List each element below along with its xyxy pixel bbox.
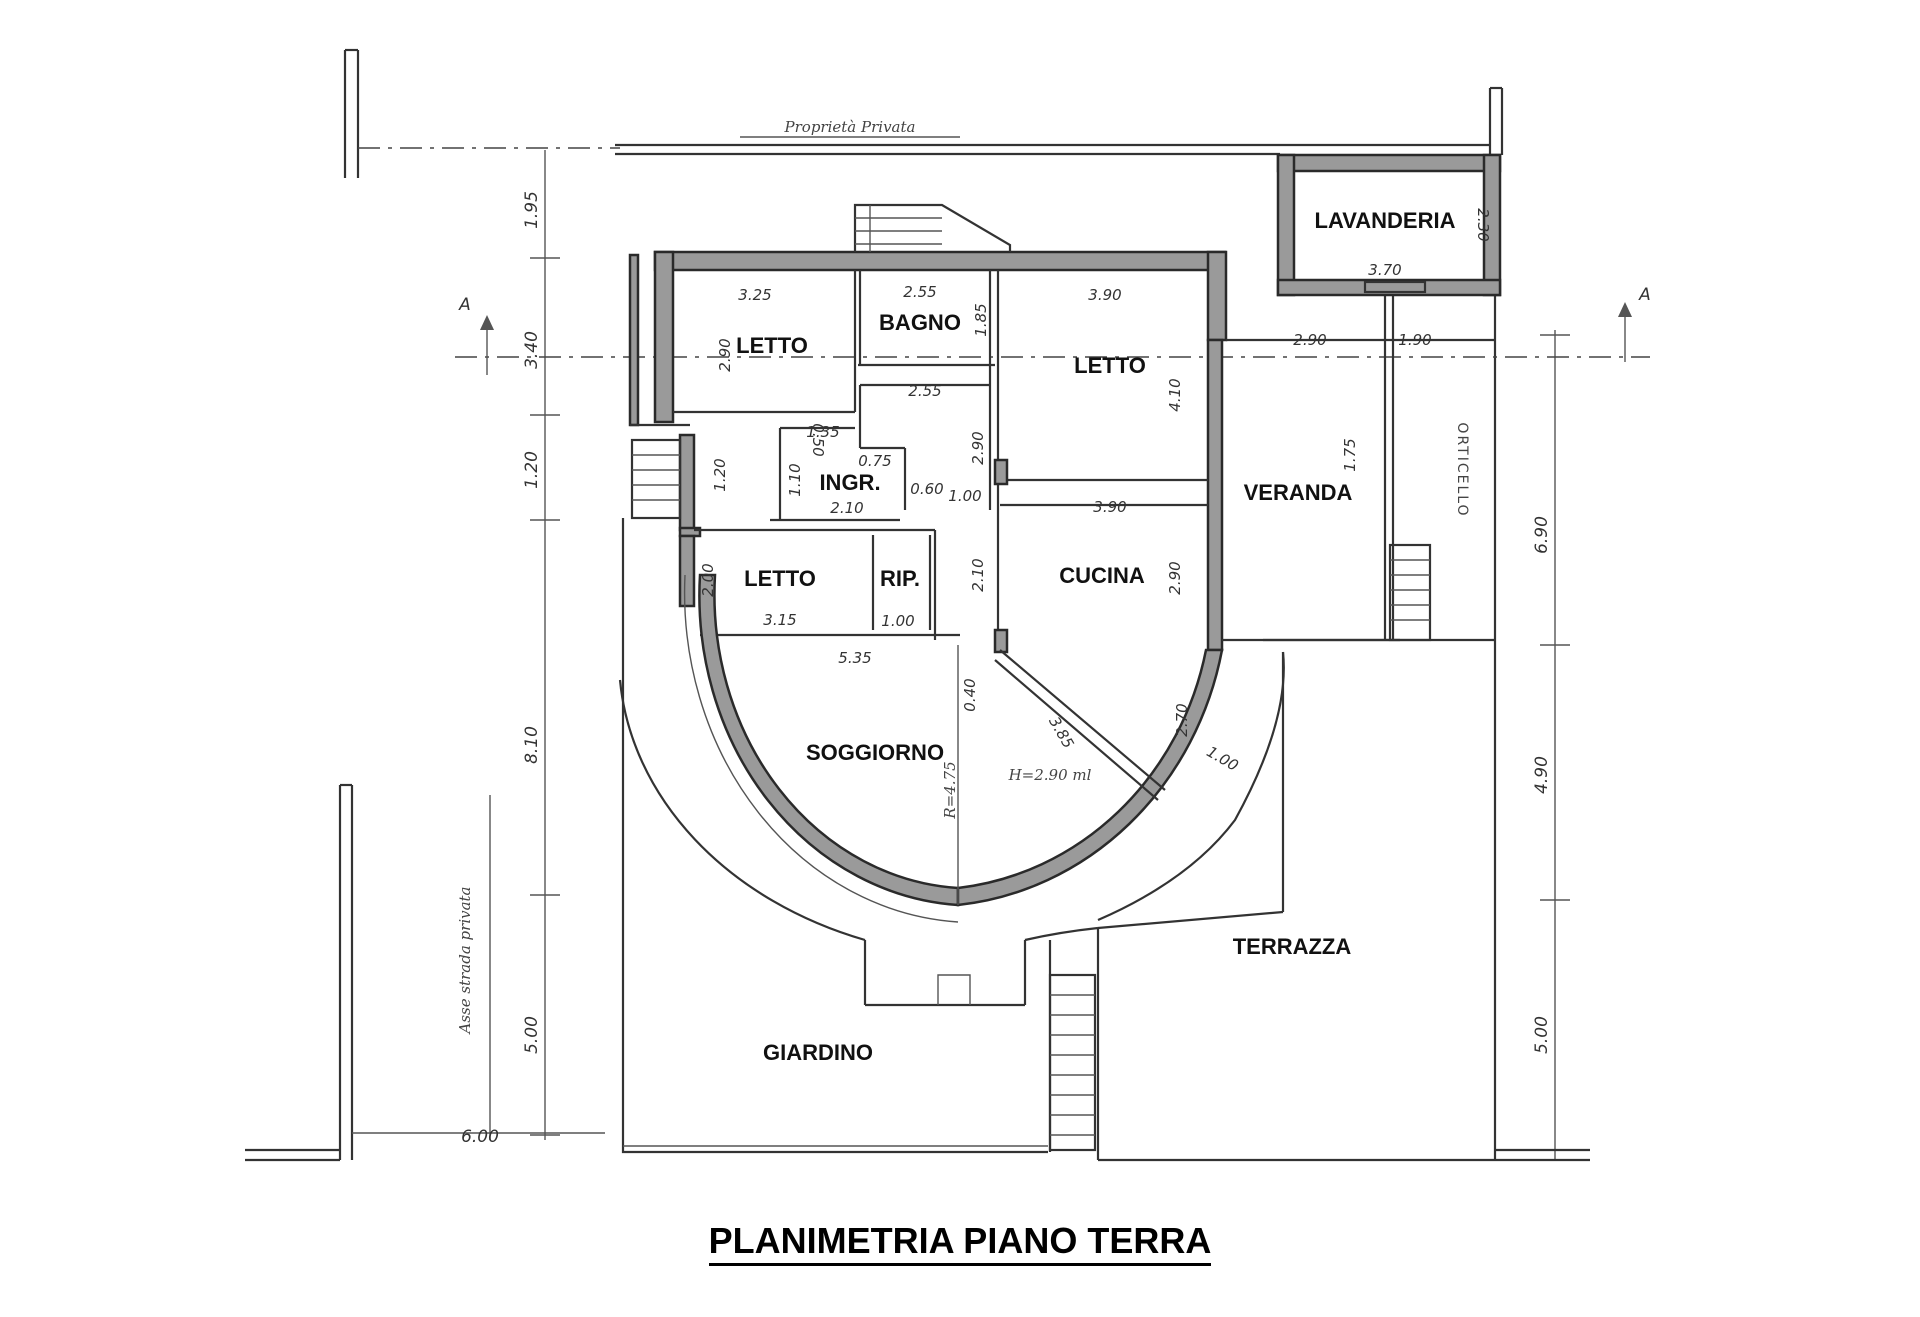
soggiorno-curved-wall xyxy=(683,573,1224,923)
dim-1-10: 1.10 xyxy=(786,463,804,496)
left-dimension-chain: 1.95 3.40 1.20 8.10 5.00 xyxy=(522,150,560,1140)
asse-strada-label: Asse strada privata xyxy=(456,887,474,1036)
veranda-area xyxy=(1222,290,1495,642)
dim-3-15: 3.15 xyxy=(763,611,796,629)
dim-1-95: 1.95 xyxy=(522,191,542,229)
dim-8-10: 8.10 xyxy=(522,726,542,764)
dim-2-70: 2.70 xyxy=(1173,703,1191,736)
dim-1-00-c: 1.00 xyxy=(1204,743,1242,775)
garden-stairs xyxy=(1048,973,1097,1152)
street-boundary: Asse strada privata 6.00 xyxy=(245,783,605,1162)
room-ripostiglio: RIP. xyxy=(880,566,920,591)
dim-2-30: 2.30 xyxy=(1474,208,1492,241)
property-boundary-right xyxy=(1488,86,1504,1160)
dim-1-00-b: 1.00 xyxy=(881,612,914,630)
section-a-right: A xyxy=(1638,285,1651,305)
dim-2-90-letto: 2.90 xyxy=(716,338,734,371)
dim-4-10: 4.10 xyxy=(1166,378,1184,411)
dim-6-90: 6.90 xyxy=(1532,516,1552,554)
dim-1-35: 1.35 xyxy=(806,423,839,441)
top-stairs xyxy=(853,203,1012,252)
dim-4-90: 4.90 xyxy=(1532,756,1552,794)
dim-0-50: 0.50 xyxy=(809,423,827,456)
room-ingresso: INGR. xyxy=(819,470,880,495)
room-terrazza: TERRAZZA xyxy=(1233,934,1352,959)
dim-0-75: 0.75 xyxy=(858,452,891,470)
section-a-left: A xyxy=(458,295,471,315)
dim-2-55-top: 2.55 xyxy=(903,283,936,301)
dim-5-00-left: 5.00 xyxy=(522,1016,542,1054)
lavanderia-block xyxy=(1276,153,1502,297)
page-title-text: PLANIMETRIA PIANO TERRA xyxy=(708,1220,1212,1266)
dim-3-90-top: 3.90 xyxy=(1088,286,1121,304)
dim-3-70: 3.70 xyxy=(1368,261,1401,279)
property-boundary-top: Proprietà Privata xyxy=(343,48,1490,178)
room-giardino: GIARDINO xyxy=(763,1040,873,1065)
dim-1-20-left: 1.20 xyxy=(522,451,542,489)
dim-2-90-b: 2.90 xyxy=(969,431,987,464)
dim-0-40: 0.40 xyxy=(961,678,979,711)
dim-3-85: 3.85 xyxy=(1045,714,1077,752)
dim-5-35: 5.35 xyxy=(838,649,871,667)
proprieta-privata-label: Proprietà Privata xyxy=(784,118,916,136)
dim-2-10-b: 2.10 xyxy=(969,558,987,591)
garden-outline xyxy=(618,518,1495,1162)
dim-3-25: 3.25 xyxy=(738,286,771,304)
entrance-stairs xyxy=(630,438,682,520)
page-title: PLANIMETRIA PIANO TERRA xyxy=(0,1220,1920,1266)
building-walls xyxy=(628,250,1228,652)
height-label: H=2.90 ml xyxy=(1008,766,1092,784)
room-bagno: BAGNO xyxy=(879,310,961,335)
dim-1-20: 1.20 xyxy=(711,458,729,491)
room-cucina: CUCINA xyxy=(1059,563,1145,588)
room-letto-2: LETTO xyxy=(1074,353,1146,378)
room-veranda: VERANDA xyxy=(1244,480,1353,505)
dim-3-40: 3.40 xyxy=(522,331,542,369)
dim-2-10-ingr: 2.10 xyxy=(830,499,863,517)
dim-2-00: 2.00 xyxy=(699,563,717,596)
radius-label: R=4.75 xyxy=(941,761,959,819)
dim-1-75: 1.75 xyxy=(1341,438,1359,471)
room-labels: LAVANDERIA LETTO BAGNO LETTO INGR. VERAN… xyxy=(736,208,1470,1065)
dim-5-00-right: 5.00 xyxy=(1532,1016,1552,1054)
dim-2-55-mid: 2.55 xyxy=(908,382,941,400)
dim-1-00-a: 1.00 xyxy=(948,487,981,505)
dim-1-90: 1.90 xyxy=(1398,331,1431,349)
dim-3-90-b: 3.90 xyxy=(1093,498,1126,516)
dim-1-85: 1.85 xyxy=(972,303,990,336)
room-soggiorno: SOGGIORNO xyxy=(806,740,944,765)
room-orticello: ORTICELLO xyxy=(1454,422,1470,517)
dim-0-60: 0.60 xyxy=(910,480,943,498)
dim-2-90-cucina: 2.90 xyxy=(1166,561,1184,594)
dim-6-00: 6.00 xyxy=(461,1127,499,1147)
room-letto-3: LETTO xyxy=(744,566,816,591)
right-dimension-chain: 6.90 4.90 5.00 xyxy=(1495,330,1590,1162)
room-lavanderia: LAVANDERIA xyxy=(1315,208,1456,233)
interior-dimensions: 3.25 2.55 3.90 1.85 2.90 2.55 4.10 2.90 … xyxy=(699,208,1492,819)
dim-2-90-veranda: 2.90 xyxy=(1293,331,1326,349)
room-letto-1: LETTO xyxy=(736,333,808,358)
interior-partitions xyxy=(673,270,1208,654)
